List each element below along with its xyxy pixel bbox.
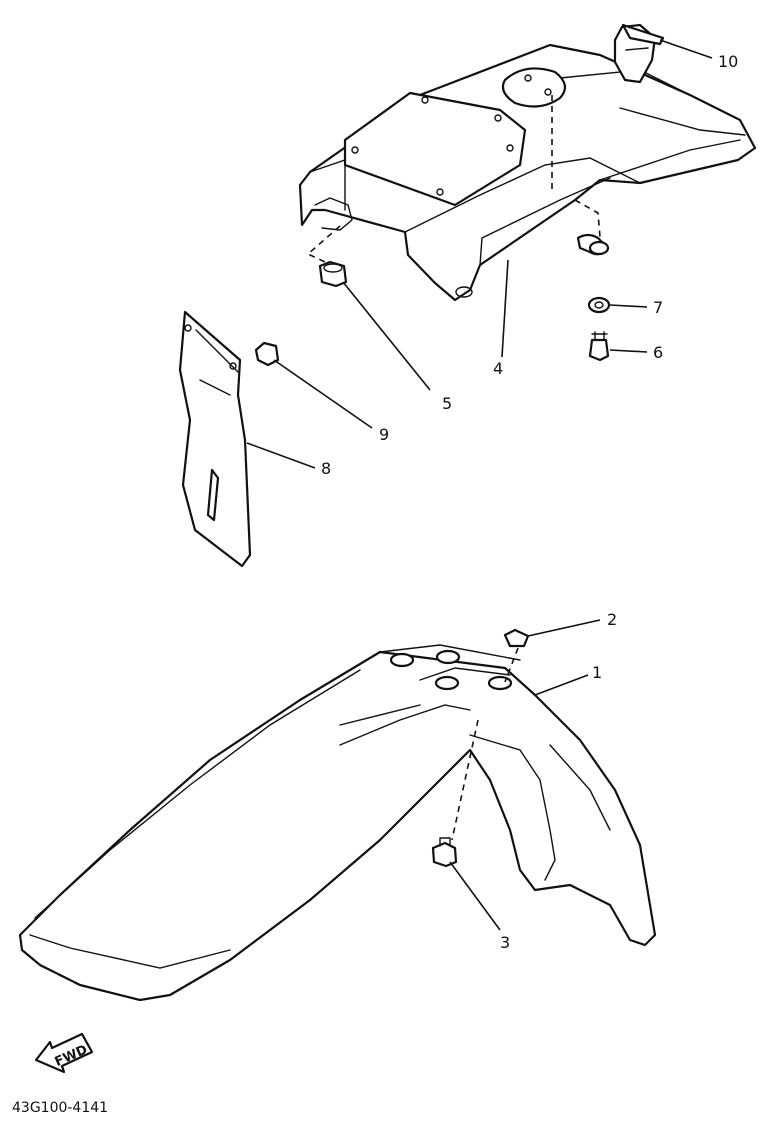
screw-part-9 [254,341,280,367]
label-part-10: 10 [718,52,738,71]
rear-fender [298,43,757,302]
nut-part-5 [318,260,348,288]
bolt-part-6 [588,331,610,362]
assembly-lines [306,95,601,841]
label-part-5: 5 [442,394,452,413]
label-part-1: 1 [592,663,602,682]
clip-and-washer [576,233,611,314]
collar-part-2 [503,628,530,648]
drawing-code: 43G100-4141 [12,1100,108,1116]
label-part-6: 6 [653,343,663,362]
label-part-7: 7 [653,298,663,317]
bolt-part-3 [431,837,458,868]
reflector-bracket [613,23,665,84]
part-labels: 10 5 4 7 6 9 8 2 1 3 [321,52,738,952]
label-part-8: 8 [321,459,331,478]
leader-lines [246,39,713,931]
front-fender [18,644,657,1002]
mud-flap [178,310,252,568]
label-part-2: 2 [607,610,617,629]
fwd-arrow-icon: FWD [34,1032,94,1074]
label-part-4: 4 [493,359,503,378]
label-part-9: 9 [379,425,389,444]
label-part-3: 3 [500,933,510,952]
